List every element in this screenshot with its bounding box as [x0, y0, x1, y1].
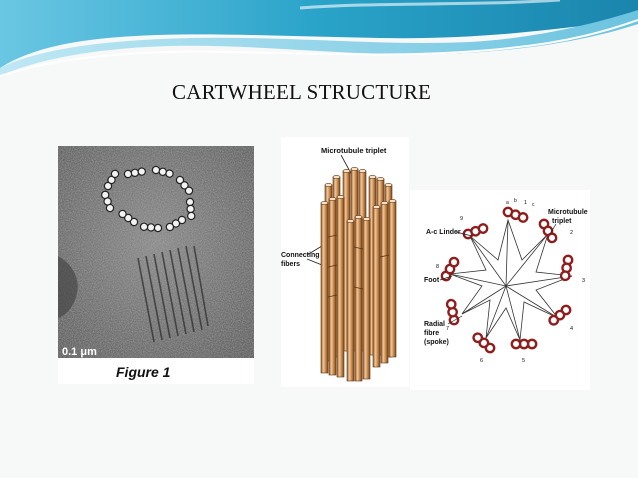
radial-fibre-label-line2: fibre — [424, 330, 439, 337]
tubule-letter-a: a — [506, 200, 509, 206]
a-c-linker-label: A-c Linder — [426, 229, 461, 236]
scale-label: 0.1 μm — [62, 346, 97, 358]
triplet-number-labels: 1 2 3 4 5 6 7 8 9 — [436, 200, 585, 364]
tubule-letter-labels: a b c — [506, 198, 535, 208]
tubule-letter-b: b — [514, 198, 517, 204]
spokes — [449, 218, 573, 342]
triplet-number-1: 1 — [524, 200, 527, 206]
triplet-number-9: 9 — [460, 216, 463, 222]
longitudinal-section — [137, 245, 209, 343]
slide-title: CARTWHEEL STRUCTURE — [172, 80, 431, 104]
connecting-fibers-label-line1: Connecting — [281, 252, 320, 259]
triplet-ring — [101, 165, 196, 233]
tubule-letter-c: c — [532, 202, 535, 208]
microtubule-triplet-label: Microtubule triplet — [321, 146, 387, 155]
triplet-number-6: 6 — [480, 358, 483, 364]
triplet-number-7: 7 — [446, 326, 449, 332]
tube-bundle — [320, 168, 397, 382]
cartwheel-cross-section: A-c Linder Microtubule triplet Foot Radi… — [410, 190, 590, 390]
triplet-rings — [440, 206, 574, 354]
figure-caption: Figure 1 — [116, 364, 171, 380]
foot-label: Foot — [424, 277, 440, 284]
tube-ends — [320, 167, 397, 223]
microtubule-triplet-label-line2: triplet — [552, 218, 572, 225]
triplet-number-2: 2 — [570, 230, 573, 236]
microtubule-triplet-label-line1: Microtubule — [548, 209, 588, 216]
connecting-fiber-lines — [327, 234, 390, 298]
header-wave-banner — [0, 0, 638, 77]
triplet-number-5: 5 — [522, 358, 525, 364]
triplet-number-4: 4 — [570, 326, 573, 332]
connecting-fibers-label-line2: fibers — [281, 261, 300, 268]
electron-micrograph: 0.1 μm Figure 1 — [58, 146, 254, 384]
triplet-number-8: 8 — [436, 264, 439, 270]
microtubule-bundle-diagram: Microtubule triplet Connecting fibers — [281, 137, 409, 387]
triplet-number-3: 3 — [582, 278, 585, 284]
radial-fibre-label-line1: Radial — [424, 321, 445, 328]
radial-fibre-label-line3: (spoke) — [424, 339, 449, 346]
